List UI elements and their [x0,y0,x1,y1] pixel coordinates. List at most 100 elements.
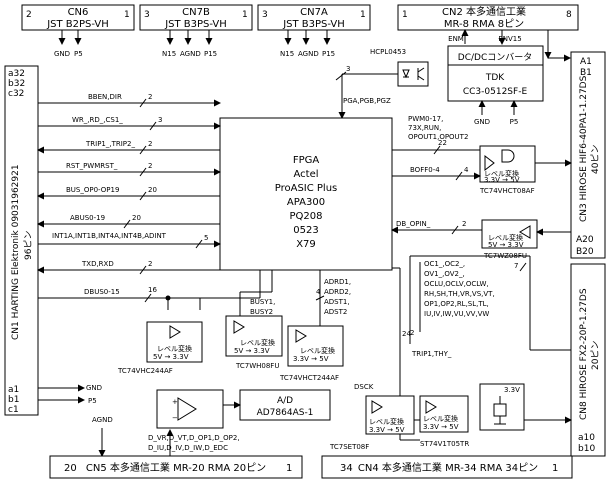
power-rails: GND P5 AGND [38,384,113,457]
svg-text:ADST2: ADST2 [324,308,347,316]
svg-text:ABUS0-19: ABUS0-19 [70,214,105,222]
svg-text:レベル変換: レベル変換 [488,233,523,242]
cn5-connector: 20 CN5 本多通信工業 MR-20 RMA 20ピン 1 [49,455,303,479]
svg-text:TC7WH08FU: TC7WH08FU [235,362,279,370]
cn3-connector: A1 B1 A20 B20 CN3 HIROSE HIF6-40PA1-1.27… [570,51,606,259]
svg-text:TC74VHCT244AF: TC74VHCT244AF [279,374,339,382]
svg-text:CN5 本多通信工業 MR-20 RMA 20ピン: CN5 本多通信工業 MR-20 RMA 20ピン [86,461,266,474]
svg-text:AD7864AS-1: AD7864AS-1 [257,408,314,418]
svg-text:1: 1 [124,10,130,20]
svg-text:MR-8 RMA 8ピン: MR-8 RMA 8ピン [444,18,524,30]
svg-text:ST74V1T05TR: ST74V1T05TR [420,440,469,448]
left-signal-rst: RST_PWMRST_ 2 [38,162,221,177]
cn8-connector: a10 b10 CN8 HIROSE FX2-20P-1.27DS 20ピン [570,263,606,457]
svg-text:b1: b1 [8,395,19,405]
svg-text:0523: 0523 [293,225,318,236]
svg-text:CN8 HIROSE FX2-20P-1.27DS: CN8 HIROSE FX2-20P-1.27DS [579,288,589,420]
svg-text:JST B3PS-VH: JST B3PS-VH [164,19,227,30]
svg-text:AGND: AGND [298,50,319,58]
svg-text:TRIP1,THY_: TRIP1,THY_ [411,350,452,358]
svg-text:CN3 HIROSE HIF6-40PA1-1.27DS: CN3 HIROSE HIF6-40PA1-1.27DS [579,75,589,222]
svg-text:P15: P15 [204,50,217,58]
svg-text:レベル変換: レベル変換 [484,169,519,178]
svg-text:AGND: AGND [92,416,113,424]
svg-text:24: 24 [402,330,411,338]
svg-text:2: 2 [462,220,466,228]
adc-control: ADRD1, ADRD2, ADST1, ADST2 4 BUSY1, BUSY… [239,270,351,335]
svg-text:PGA,PGB,PGZ: PGA,PGB,PGZ [343,97,391,105]
svg-text:INT1A,INT1B,INT4A,INT4B,ADINT: INT1A,INT1B,INT4A,INT4B,ADINT [52,232,167,240]
svg-text:5V → 3.3V: 5V → 3.3V [153,353,189,361]
cn7a-connector: 3 1 CN7A JST B3PS-VH [257,4,371,31]
cn1-connector: a32 b32 c32 a1 b1 c1 CN1 HARTING Elektro… [4,65,39,416]
svg-text:IU,IV,IW,VU,VV,VW: IU,IV,IW,VU,VV,VW [424,310,489,318]
svg-text:CC3-0512SF-E: CC3-0512SF-E [463,87,528,97]
svg-text:レベル変換: レベル変換 [369,417,404,426]
svg-text:A20: A20 [576,235,594,245]
svg-text:b10: b10 [578,444,595,454]
svg-text:4: 4 [316,288,321,296]
set08-shifter: DSCK レベル変換 3.3V → 5V TC7SET08F [329,383,415,451]
svg-text:D_VR,D_VT,D_OP1,D_OP2,: D_VR,D_VT,D_OP1,D_OP2, [148,434,240,442]
svg-text:8: 8 [566,10,572,20]
svg-text:40ピン: 40ピン [590,145,601,174]
svg-text:3.3V → 5V: 3.3V → 5V [423,423,459,431]
left-signal-bbend: BBEN,DIR 2 [38,93,221,108]
svg-text:a10: a10 [578,433,595,443]
svg-text:レベル変換: レベル変換 [240,338,275,347]
svg-text:PWM0-17,: PWM0-17, [408,115,443,123]
left-signal-dbus: DBUS0-15 16 [38,270,261,310]
svg-text:20: 20 [148,186,157,194]
svg-text:ADST1,: ADST1, [324,298,350,306]
svg-text:OP1,OP2,RL,SL,TL,: OP1,OP2,RL,SL,TL, [424,300,489,308]
svg-text:A/D: A/D [277,396,293,406]
svg-text:レベル変換: レベル変換 [300,346,335,355]
svg-text:3.3V → 5V: 3.3V → 5V [484,176,520,184]
svg-text:3: 3 [158,116,162,124]
left-signal-abus: ABUS0-19 20 [37,214,220,229]
svg-text:20: 20 [64,463,77,474]
svg-text:ADRD2,: ADRD2, [324,288,351,296]
adc-chip: + − A/D AD7864AS-1 D_VR,D_VT,D_OP1,D_OP2… [148,389,331,456]
left-signal-busop: BUS_OP0-OP19 20 [37,186,220,201]
svg-text:HCPL0453: HCPL0453 [370,48,406,56]
svg-text:BUS_OP0-OP19: BUS_OP0-OP19 [66,186,119,194]
svg-text:2: 2 [148,140,152,148]
svg-text:3: 3 [346,65,350,73]
wz08-shifter: レベル変換 5V → 3.3V TC7WZ08FU [481,219,538,260]
wh08-shifter: レベル変換 5V → 3.3V TC7WH08FU [225,315,283,370]
svg-text:GND: GND [86,384,102,392]
svg-text:20ピン: 20ピン [590,341,601,370]
svg-text:a32: a32 [8,69,25,79]
svg-text:2: 2 [26,10,32,20]
svg-text:DC/DCコンバータ: DC/DCコンバータ [458,52,532,63]
svg-text:+: + [172,398,178,406]
cn2-connector: 1 8 CN2 本多通信工業 MR-8 RMA 8ピン [397,4,579,31]
svg-text:ADRD1,: ADRD1, [324,278,351,286]
svg-text:BUSY1,: BUSY1, [250,298,275,306]
svg-text:B1: B1 [580,68,592,78]
svg-text:X79: X79 [296,239,316,250]
svg-text:7: 7 [514,262,518,270]
svg-text:3.3V: 3.3V [504,386,520,394]
svg-text:TRIP1_,TRIP2_: TRIP1_,TRIP2_ [85,140,135,148]
svg-text:ENM: ENM [448,35,464,43]
svg-text:34: 34 [340,463,353,474]
svg-text:レベル変換: レベル変換 [423,414,458,423]
svg-text:3: 3 [144,10,150,20]
svg-text:1: 1 [552,463,558,474]
svg-text:P5: P5 [88,397,97,405]
svg-text:3.3V → 5V: 3.3V → 5V [369,426,405,434]
svg-text:APA300: APA300 [287,197,325,208]
vhct08-shifter: レベル変換 3.3V → 5V TC74VHCT08AF [479,145,536,195]
left-signal-trip: TRIP1_,TRIP2_ 2 [37,140,220,155]
svg-text:AGND: AGND [180,50,201,58]
svg-text:P5: P5 [74,50,83,58]
svg-text:b32: b32 [8,79,25,89]
vhct244-shifter: レベル変換 3.3V → 5V TC74VHCT244AF [279,325,344,382]
svg-text:JST B2PS-VH: JST B2PS-VH [46,19,109,30]
svg-text:96ピン: 96ピン [23,231,34,260]
svg-text:P15: P15 [322,50,335,58]
svg-text:OCLU,OCLV,OCLW,: OCLU,OCLV,OCLW, [424,280,489,288]
